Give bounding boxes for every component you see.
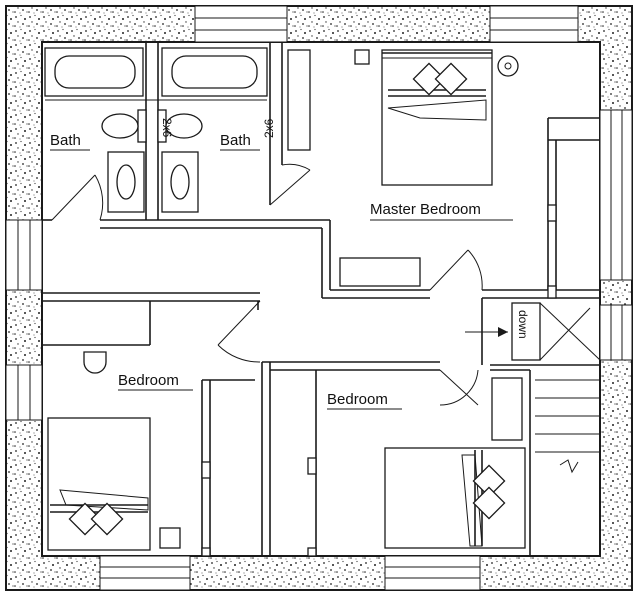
staircase	[465, 302, 601, 474]
left-bedroom-furniture	[47, 351, 211, 557]
left-bedroom-label: Bedroom	[118, 372, 179, 389]
master-bedroom-label: Master Bedroom	[370, 201, 481, 218]
right-bedroom-label: Bedroom	[327, 391, 388, 408]
left-stud-wall-label: 2x6	[160, 118, 174, 138]
stairs-down-label: down	[516, 310, 530, 339]
stair-arrow-icon	[498, 327, 508, 337]
exterior-walls	[5, 5, 633, 591]
room-labels: Bath Bath Master Bedroom Bedroom Bedroom	[50, 132, 513, 410]
doors	[51, 163, 483, 406]
master-bedroom-furniture	[287, 49, 557, 299]
exterior-window-frames	[5, 5, 633, 591]
right-stud-wall-label: 2x6	[262, 118, 276, 138]
bath-left-label: Bath	[50, 132, 81, 149]
right-bedroom-furniture	[307, 377, 526, 557]
bath-right-label: Bath	[220, 132, 251, 149]
bathroom-fixtures	[44, 47, 268, 213]
